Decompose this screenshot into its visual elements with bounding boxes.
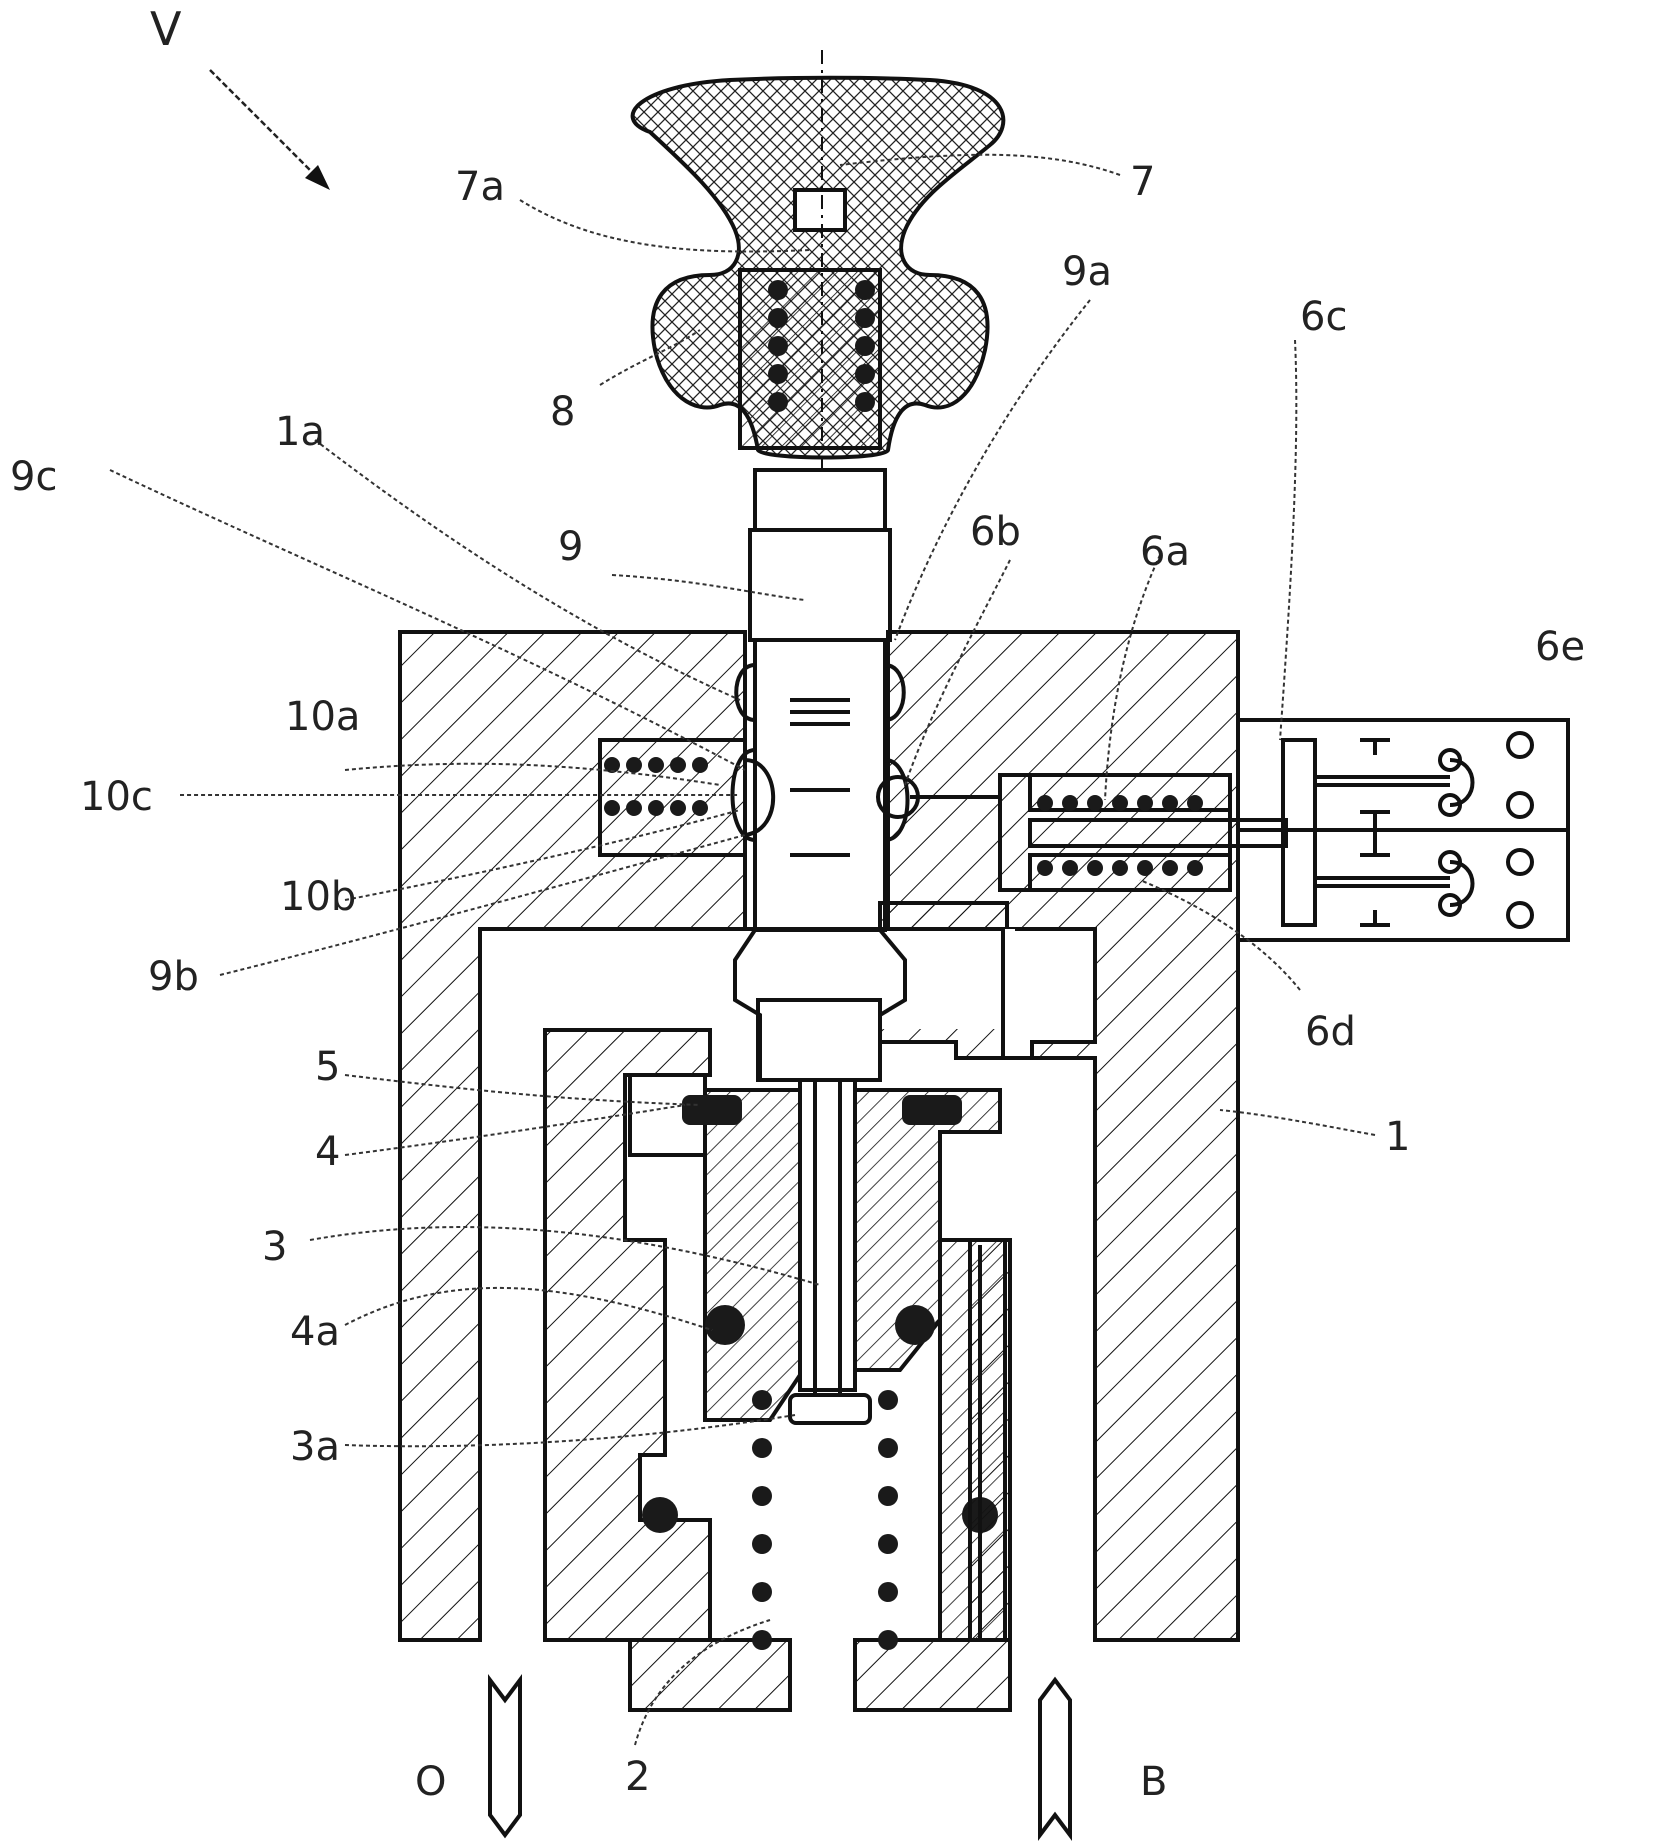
housing-1 <box>400 632 1238 1640</box>
label-10a: 10a <box>285 694 360 740</box>
label-10c: 10c <box>80 774 153 820</box>
label-6e: 6e <box>1535 624 1585 670</box>
label-9: 9 <box>558 524 583 570</box>
label-9c: 9c <box>10 454 57 500</box>
label-port-b: B <box>1140 1759 1167 1805</box>
view-arrow-v <box>210 70 330 190</box>
label-7a: 7a <box>455 164 505 210</box>
label-3: 3 <box>262 1224 287 1270</box>
label-4a: 4a <box>290 1309 340 1355</box>
label-port-o: O <box>415 1759 446 1805</box>
right-foot <box>855 1640 1010 1710</box>
label-v: V <box>150 2 182 56</box>
label-1a: 1a <box>275 409 325 455</box>
label-9a: 9a <box>1062 249 1112 295</box>
label-6d: 6d <box>1305 1009 1356 1055</box>
label-7: 7 <box>1130 159 1155 205</box>
label-2: 2 <box>625 1754 650 1800</box>
switch-block-6e <box>1238 720 1568 940</box>
label-8: 8 <box>550 389 575 435</box>
port-o-arrow <box>490 1680 520 1835</box>
label-4: 4 <box>315 1129 340 1175</box>
port-b-arrow <box>1040 1680 1070 1835</box>
right-sleeve <box>940 1240 1010 1640</box>
label-3a: 3a <box>290 1424 340 1470</box>
label-6a: 6a <box>1140 529 1190 575</box>
label-6c: 6c <box>1300 294 1347 340</box>
label-1: 1 <box>1385 1114 1410 1160</box>
label-9b: 9b <box>148 954 199 1000</box>
label-5: 5 <box>315 1044 340 1090</box>
label-6b: 6b <box>970 509 1021 555</box>
label-10b: 10b <box>280 874 356 920</box>
knob-7 <box>633 78 1004 458</box>
